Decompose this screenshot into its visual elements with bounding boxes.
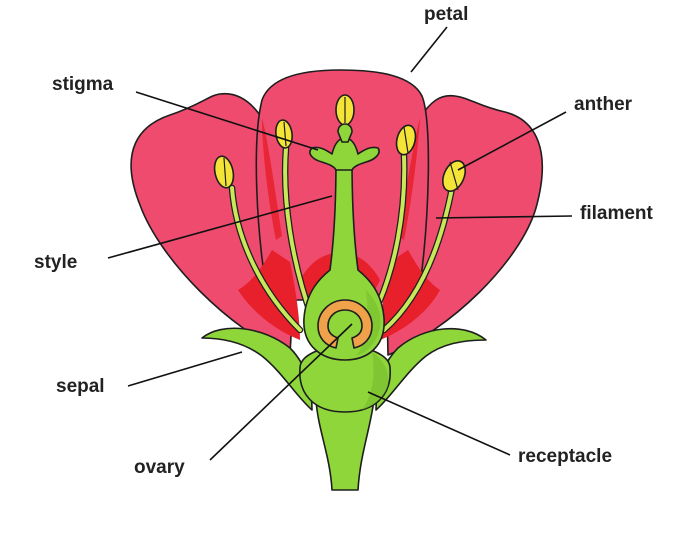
- anther: [213, 155, 235, 189]
- anther-groove: [283, 121, 287, 147]
- filaments: [228, 144, 456, 334]
- label-ovary: ovary: [134, 457, 185, 478]
- ovule: [317, 299, 373, 349]
- stem: [315, 399, 375, 491]
- sepal-leader: [127, 351, 243, 387]
- receptacle-leader: [367, 391, 511, 456]
- filament: [230, 186, 302, 332]
- labels: petal stigma anther filament style sepal…: [34, 4, 654, 478]
- label-style: style: [34, 252, 77, 273]
- left-sepal: [201, 327, 313, 411]
- anther-groove: [223, 157, 227, 187]
- anther-groove: [403, 126, 409, 154]
- stigma-lobe: [337, 123, 353, 143]
- style-leader: [107, 195, 333, 259]
- label-filament: filament: [580, 203, 654, 224]
- anther-leader: [457, 111, 567, 171]
- label-stigma: stigma: [52, 74, 114, 95]
- filament-leader: [435, 215, 573, 219]
- label-sepal: sepal: [56, 376, 105, 397]
- stigma-shape: [309, 137, 380, 171]
- label-receptacle: receptacle: [518, 446, 612, 467]
- receptacle-shade: [362, 352, 389, 410]
- petal-leader: [410, 26, 448, 73]
- label-anther: anther: [574, 94, 633, 115]
- ovary-leader: [209, 323, 353, 461]
- petal-inner-shade: [262, 118, 282, 240]
- anther-groove: [449, 161, 459, 191]
- right-sepal: [375, 327, 487, 411]
- leader-lines: [107, 26, 573, 461]
- stigma-leader: [135, 91, 319, 151]
- filament: [283, 146, 314, 320]
- filament: [382, 186, 454, 332]
- label-petal: petal: [424, 4, 468, 25]
